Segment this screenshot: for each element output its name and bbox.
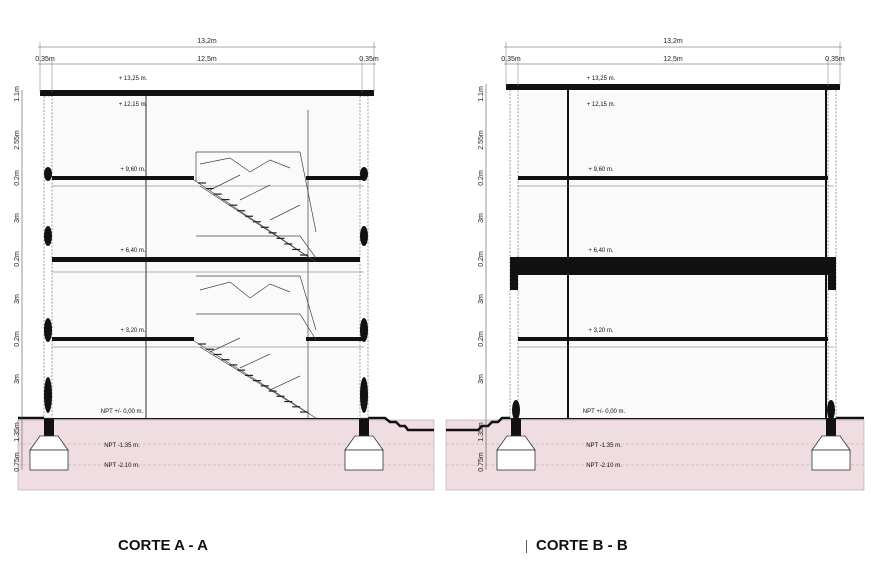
column-right-a [359,95,369,419]
vdim-a-5: 3m [14,294,21,304]
level-9-60-a: + 9,60 m. [120,167,146,173]
dim-left-b: 0,35m [501,56,521,63]
dim-right-b: 0,35m [825,56,845,63]
level-npt-0-b: NPT +/- 0,00 m. [583,409,626,415]
vdim-a-9: 0.75m [14,452,21,472]
column-right-b [827,87,837,419]
ground-line-b [446,416,864,432]
slab-level-1-a [52,337,194,341]
title-corte-a: CORTE A - A [118,537,208,554]
title-corte-b: CORTE B - B [536,537,628,554]
ground-line-a [18,416,434,432]
dim-span-a: 12,5m [197,56,217,63]
vdim-b-2: 0.2m [478,170,485,186]
footing-left-b [496,418,536,471]
vdim-b-9: 0.75m [478,452,485,472]
slab-level-2-b [510,257,836,275]
vdim-b-7: 3m [478,374,485,384]
level-npt-0-a: NPT +/- 0,00 m. [101,409,144,415]
vdim-a-8: 1.35m [14,422,21,442]
column-left-b [509,87,519,419]
level-13-25-b: + 13,25 m. [587,76,616,82]
level-npt-135-a: NPT -1.35 m. [104,443,140,449]
slab-level-2-a [52,257,360,262]
level-12-15-b: + 12,15 m. [587,102,616,108]
dim-total-a: 13,2m [197,38,217,45]
vdim-a-6: 0.2m [14,331,21,347]
vdim-a-0: 1.1m [14,86,21,102]
level-npt-210-a: NPT -2.10 m. [104,463,140,469]
level-3-20-a: + 3,20 m. [120,328,146,334]
level-12-15-a: + 12,15 m. [119,102,148,108]
level-6-40-a: + 6,40 m. [120,248,146,254]
roof-slab-b [506,84,840,90]
dim-right-a: 0,35m [359,56,379,63]
level-npt-210-b: NPT -2.10 m. [586,463,622,469]
vdim-b-8: 1.35m [478,422,485,442]
vdim-b-5: 3m [478,294,485,304]
vdim-b-4: 0.2m [478,251,485,267]
footing-right-b [811,418,851,471]
slab-level-3-a [52,176,194,180]
section-a: 13,2m 12,5m 0,35m 0,35m 1.1m 2.55m 0.2m … [14,38,435,491]
level-13-25-a: + 13,25 m. [119,76,148,82]
footing-left-a [29,418,69,471]
level-npt-135-b: NPT -1.35 m. [586,443,622,449]
slab-level-3-b [518,176,828,180]
section-b: 13,2m 12,5m 0,35m 0,35m 1.1m 2.55m 0.2m … [445,38,865,491]
level-3-20-b: + 3,20 m. [588,328,614,334]
vdim-a-1: 2.55m [14,130,21,150]
vdim-a-7: 3m [14,374,21,384]
vdim-a-2: 0.2m [14,170,21,186]
vdim-b-0: 1.1m [478,86,485,102]
vdim-b-3: 3m [478,213,485,223]
level-9-60-b: + 9,60 m. [588,167,614,173]
dim-total-b: 13,2m [663,38,683,45]
dim-left-a: 0,35m [35,56,55,63]
dim-span-b: 12,5m [663,56,683,63]
roof-slab-a [40,90,374,96]
vdim-a-3: 3m [14,213,21,223]
title-separator [526,540,527,553]
slab-level-1-b [518,337,828,341]
column-left-a [43,95,53,419]
footing-right-a [344,418,384,471]
vdim-b-1: 2.55m [478,130,485,150]
level-6-40-b: + 6,40 m. [588,248,614,254]
vdim-a-4: 0.2m [14,251,21,267]
vdim-b-6: 0.2m [478,331,485,347]
stair-treads-a [198,182,308,413]
